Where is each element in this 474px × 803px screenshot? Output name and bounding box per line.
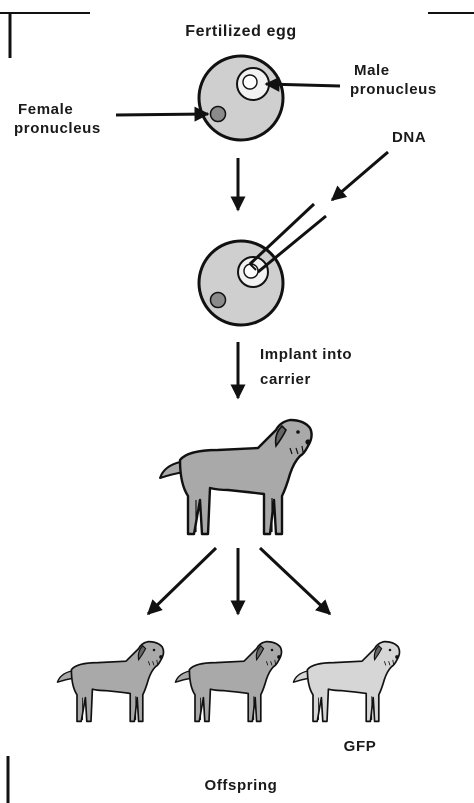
offspring-dog-gfp [293, 642, 399, 722]
offspring-label: Offspring [205, 777, 278, 794]
implant-label-line2: carrier [260, 371, 311, 388]
offspring-dog-1 [57, 642, 163, 722]
injected-egg [199, 241, 283, 325]
male-pronucleus-arrow [266, 84, 340, 86]
female-pronucleus-label-line1: Female [18, 101, 73, 118]
dna-arrow [332, 152, 388, 200]
dna-label: DNA [392, 129, 426, 146]
female-pronucleus [211, 107, 226, 122]
offspring-dog-2 [175, 642, 281, 722]
fertilized-egg [199, 56, 283, 140]
implant-label-line1: Implant into [260, 346, 352, 363]
male-pronucleus-label-line2: pronucleus [350, 81, 437, 98]
female-pronucleus-label-line2: pronucleus [14, 120, 101, 137]
title-fertilized-egg: Fertilized egg [185, 23, 297, 40]
arrow-offspring-right [260, 548, 330, 614]
female-pronucleus-arrow [116, 114, 208, 115]
arrow-offspring-left [148, 548, 216, 614]
male-pronucleus-label-line1: Male [354, 62, 390, 79]
carrier-dog [160, 420, 312, 534]
gfp-label: GFP [344, 738, 377, 755]
